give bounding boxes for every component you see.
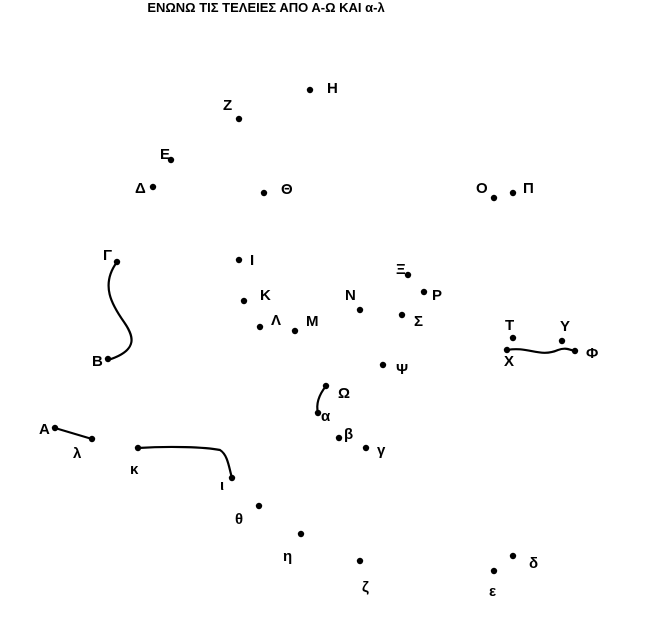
dot-z <box>356 557 364 565</box>
dots-layer <box>51 86 579 575</box>
dot-F <box>571 347 579 355</box>
dot-label-e: ε <box>489 583 496 600</box>
dot-label-I: Ι <box>250 252 254 269</box>
dot-h <box>297 530 305 538</box>
dot-label-a: α <box>321 408 331 425</box>
dot-TH <box>260 189 268 197</box>
dot-label-d: δ <box>529 555 538 572</box>
dot-S <box>398 311 406 319</box>
dot-M <box>291 327 299 335</box>
dot-label-z: ζ <box>362 579 369 596</box>
dot-label-G: Γ <box>103 247 112 264</box>
dot-label-k: κ <box>130 461 139 478</box>
dot-label-R: Ρ <box>432 287 442 304</box>
dot-label-F: Φ <box>586 345 598 362</box>
dot-e <box>490 567 498 575</box>
dot-label-L: Λ <box>271 312 281 329</box>
dot-L <box>256 323 264 331</box>
labels-layer: Α Β Γ ΔΕ Ζ Η Θ Ι ΚΛ Μ Ν Ξ Ο Π ΡΣ Τ ΥΦ Χ Ψ Ωαβ γ δ ε ζ η θι κ λ <box>39 80 598 600</box>
dot-label-Z: Ζ <box>223 97 232 114</box>
dot-W <box>322 382 330 390</box>
dot-label-B: Β <box>92 353 103 370</box>
dot-label-M: Μ <box>306 313 319 330</box>
dot-d <box>509 552 517 560</box>
dot-X <box>503 346 511 354</box>
connecting-lines <box>53 260 577 480</box>
dot-Z <box>235 115 243 123</box>
dot-i <box>228 474 236 482</box>
dot-G <box>113 258 121 266</box>
dot-R <box>420 288 428 296</box>
dot-H <box>306 86 314 94</box>
dot-g <box>362 444 370 452</box>
dot-label-O: Ο <box>476 180 488 197</box>
dot-KS <box>404 271 412 279</box>
dot-label-g: γ <box>377 442 386 459</box>
dot-label-N: Ν <box>345 287 356 304</box>
dot-label-X: Χ <box>504 353 514 370</box>
dot-K <box>240 297 248 305</box>
dot-T <box>509 334 517 342</box>
dot-A <box>51 424 59 432</box>
dot-B <box>104 355 112 363</box>
dot-l <box>88 435 96 443</box>
dot-a <box>314 409 322 417</box>
dot-PS <box>379 361 387 369</box>
dot-label-P: Π <box>523 180 534 197</box>
dot-D <box>149 183 157 191</box>
dot-label-H: Η <box>327 80 338 97</box>
dot-k <box>134 444 142 452</box>
dot-E <box>167 156 175 164</box>
dot-N <box>356 306 364 314</box>
dot-Y <box>558 337 566 345</box>
line-chi-phi <box>505 347 577 354</box>
dot-label-S: Σ <box>414 313 423 330</box>
instruction-title: ΕΝΩΝΩ ΤΙΣ ΤΕΛΕΙΕΣ ΑΠΟ Α-Ω ΚΑΙ α-λ <box>147 0 385 15</box>
dot-label-A: Α <box>39 421 50 438</box>
line-gamma-beta <box>106 260 133 362</box>
dot-label-D: Δ <box>135 180 146 197</box>
line-kappa-iota <box>136 445 234 480</box>
dot-b <box>335 434 343 442</box>
dot-label-l: λ <box>73 445 82 462</box>
dot-label-b: β <box>344 426 353 443</box>
dot-label-i: ι <box>220 477 224 494</box>
dot-P <box>509 189 517 197</box>
dot-label-K: Κ <box>260 287 271 304</box>
dot-I <box>235 256 243 264</box>
line-alpha-lambda <box>53 426 94 441</box>
dot-label-W: Ω <box>338 385 350 402</box>
dot-label-h: η <box>283 548 292 565</box>
dot-label-T: Τ <box>505 317 514 334</box>
dot-O <box>490 194 498 202</box>
dot-label-th: θ <box>235 511 243 528</box>
dot-label-Y: Υ <box>560 318 570 335</box>
dot-th <box>255 502 263 510</box>
dot-label-E: Ε <box>160 146 170 163</box>
dot-label-KS: Ξ <box>396 261 406 278</box>
dot-label-PS: Ψ <box>396 361 408 378</box>
dot-label-TH: Θ <box>281 181 293 198</box>
